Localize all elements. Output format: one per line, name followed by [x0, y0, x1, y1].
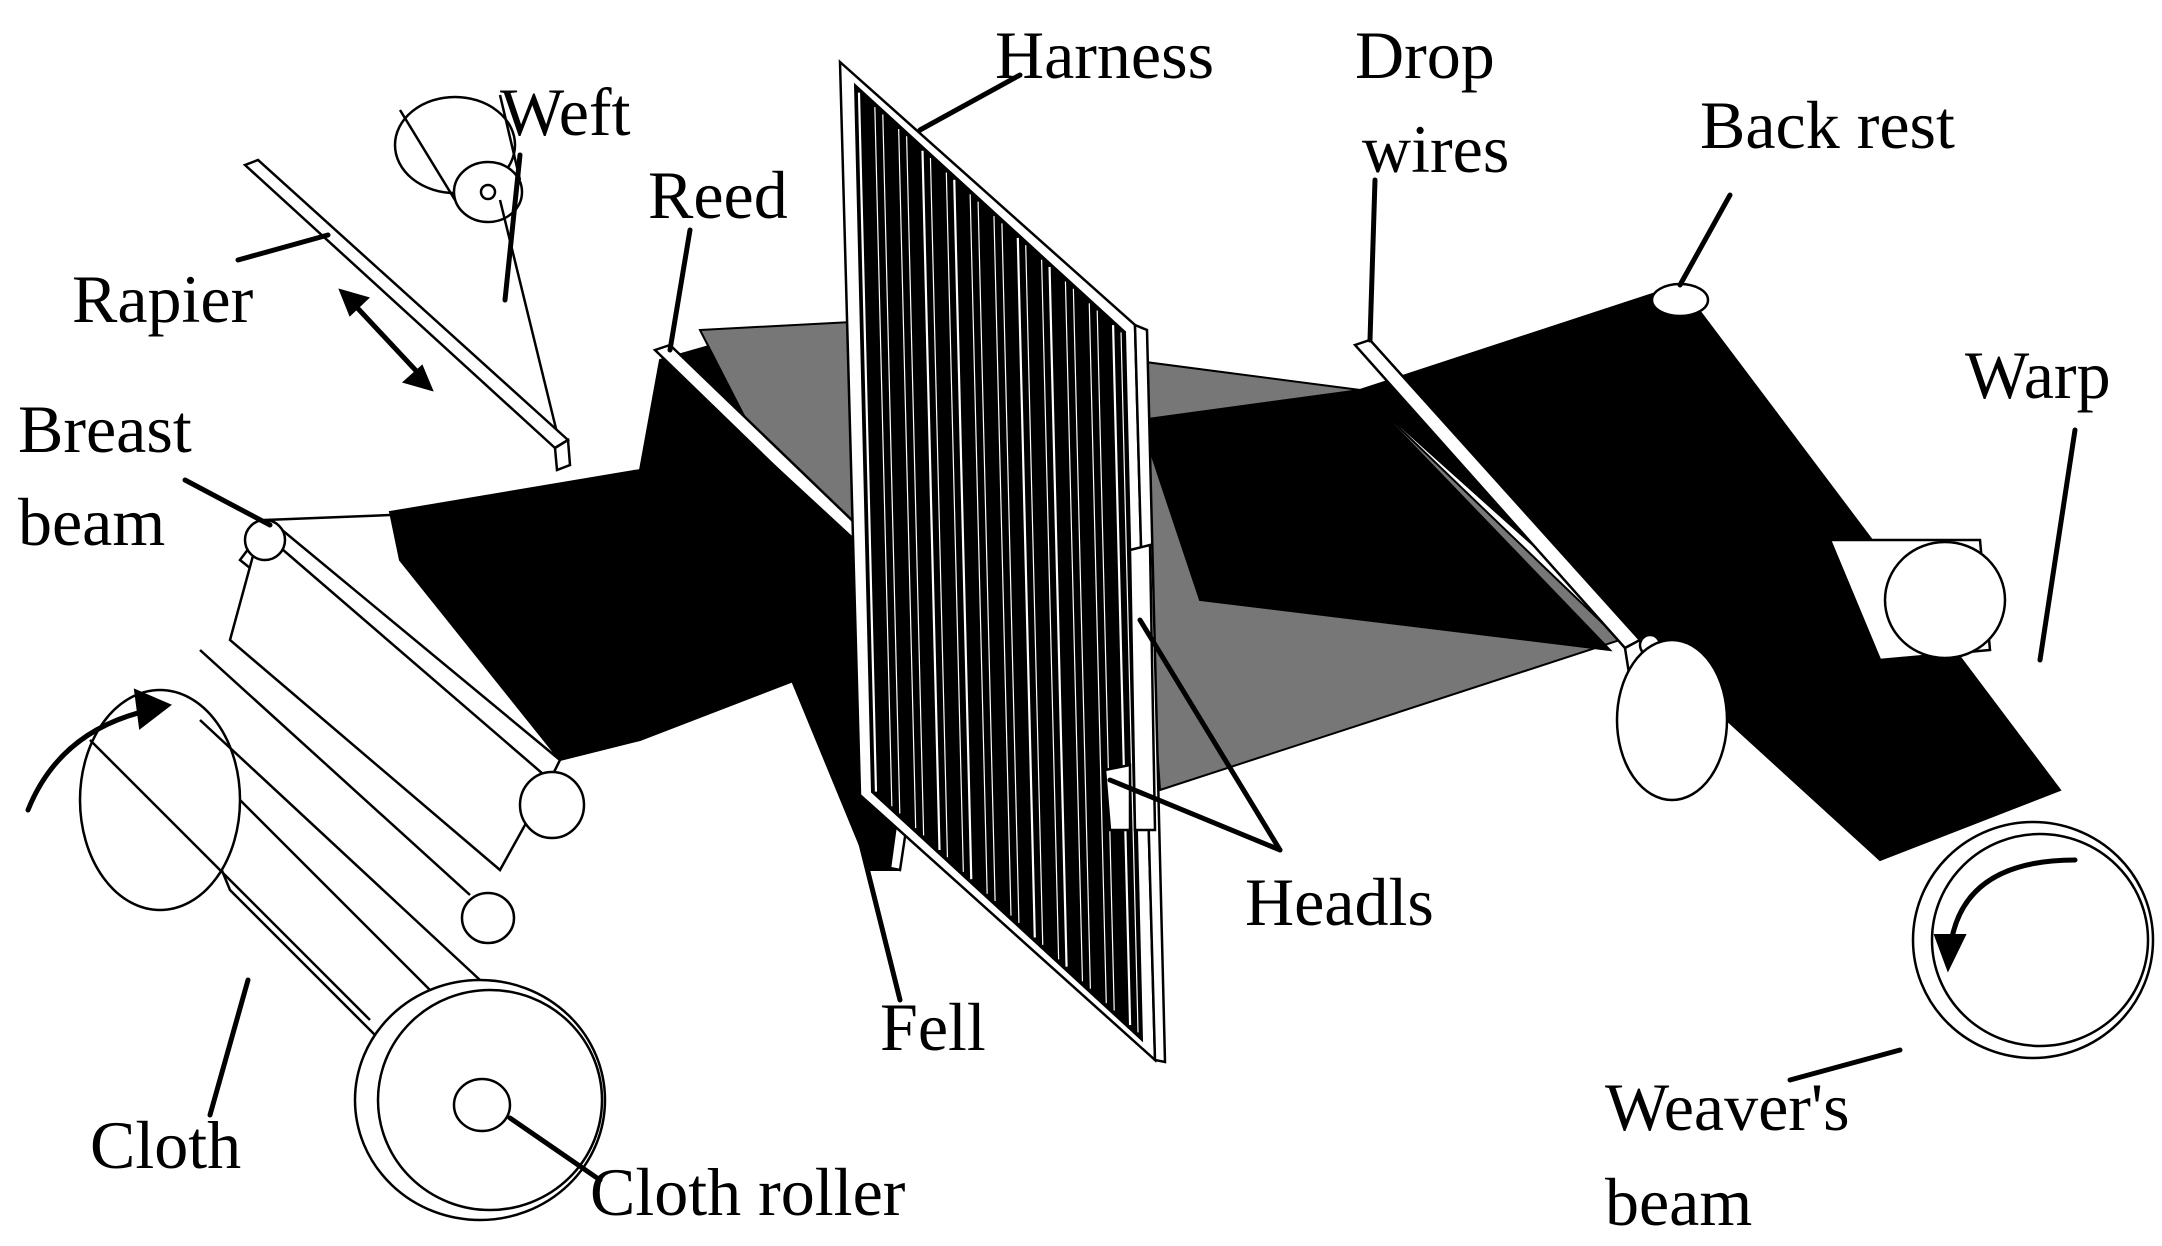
harness-heddle-stripe — [1072, 288, 1091, 989]
label-breast-beam-line2: beam — [18, 484, 165, 560]
label-reed: Reed — [648, 157, 788, 233]
label-warp: Warp — [1965, 337, 2111, 413]
label-fell: Fell — [880, 989, 986, 1065]
headls-frame — [1103, 543, 1157, 832]
harness-heddle-stripe — [945, 172, 964, 872]
rapier — [242, 158, 572, 472]
label-drop-wires-line2: wires — [1362, 111, 1509, 187]
harness-heddle-stripe — [906, 136, 925, 836]
label-breast-beam-line1: Breast — [18, 391, 192, 467]
label-weavers-beam-line2: beam — [1605, 1164, 1752, 1240]
harness-heddle-stripe — [1016, 237, 1036, 938]
harness-heddle-stripe — [882, 114, 901, 814]
label-drop-wires-line1: Drop — [1355, 17, 1495, 93]
warp-sheet — [388, 283, 2062, 862]
drop-wires — [1352, 338, 1662, 683]
rotation-arrow-icon — [1947, 857, 2078, 953]
breast-beam — [199, 513, 586, 945]
harness-heddle-stripe — [857, 92, 878, 792]
harness-heddle-stripe — [1001, 223, 1020, 923]
weavers-beam — [1615, 538, 2155, 1060]
label-harness: Harness — [995, 17, 1214, 93]
harness-heddle-stripe — [874, 107, 893, 807]
harness-heddle-stripe — [1025, 245, 1044, 945]
label-cloth-roller: Cloth roller — [590, 1154, 906, 1230]
label-back-rest: Back rest — [1700, 87, 1955, 163]
label-headls: Headls — [1245, 864, 1434, 940]
harness-heddle-stripe — [1064, 281, 1084, 982]
harness-heddle-stripe — [977, 201, 996, 902]
weft-package — [393, 94, 562, 446]
harness-heddle-stripe — [1111, 325, 1132, 1026]
harness-heddle-stripe — [921, 150, 941, 851]
cloth-roller — [78, 688, 607, 1222]
harness-heddle-stripe — [1120, 332, 1139, 1033]
label-weavers-beam-line1: Weaver's — [1605, 1069, 1850, 1145]
rotation-arrow-icon — [25, 707, 153, 813]
harness-heddle-stripe — [1048, 266, 1068, 967]
back-rest — [1650, 282, 1710, 318]
harness-heddle-stripe — [1041, 259, 1060, 960]
rapier-double-arrow-icon — [338, 288, 434, 392]
label-weft: Weft — [500, 74, 631, 150]
harness-heddle-stripe — [1096, 310, 1115, 1011]
harness-heddle-stripe — [1088, 303, 1107, 1004]
harness-heddle-stripe — [953, 179, 973, 880]
arrowhead-icon — [1933, 934, 1967, 973]
label-rapier: Rapier — [72, 261, 254, 337]
harness — [838, 59, 1167, 1064]
harness-heddle-stripe — [929, 158, 949, 858]
harness-heddle-stripe — [898, 128, 917, 829]
harness-heddle-stripe — [993, 216, 1012, 916]
harness-heddle-stripe — [969, 194, 988, 894]
label-cloth: Cloth — [90, 1107, 241, 1183]
leader-lines — [182, 72, 2078, 1183]
arrowhead-icon — [133, 688, 172, 730]
